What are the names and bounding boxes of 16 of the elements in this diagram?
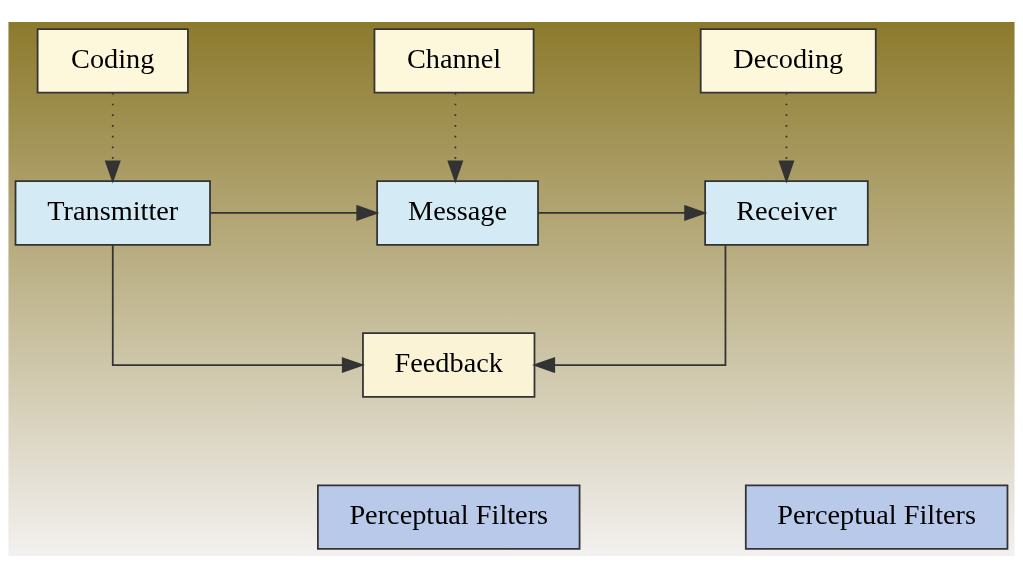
node-box: Receiver [704,180,869,246]
node-box: Perceptual Filters [317,484,581,550]
node-box: Decoding [699,28,877,94]
arrow [209,204,380,221]
node-box: Perceptual Filters [744,484,1009,550]
node-box: Transmitter [14,180,211,246]
node-box: Message [376,180,539,246]
arrow [537,204,708,221]
arrow [111,244,365,374]
arrow [447,92,464,184]
node-box: Feedback [362,332,536,398]
node-box: Channel [373,28,535,94]
arrow [104,92,121,184]
node-box: Coding [36,28,189,94]
arrow [778,92,795,184]
arrow [532,244,727,374]
